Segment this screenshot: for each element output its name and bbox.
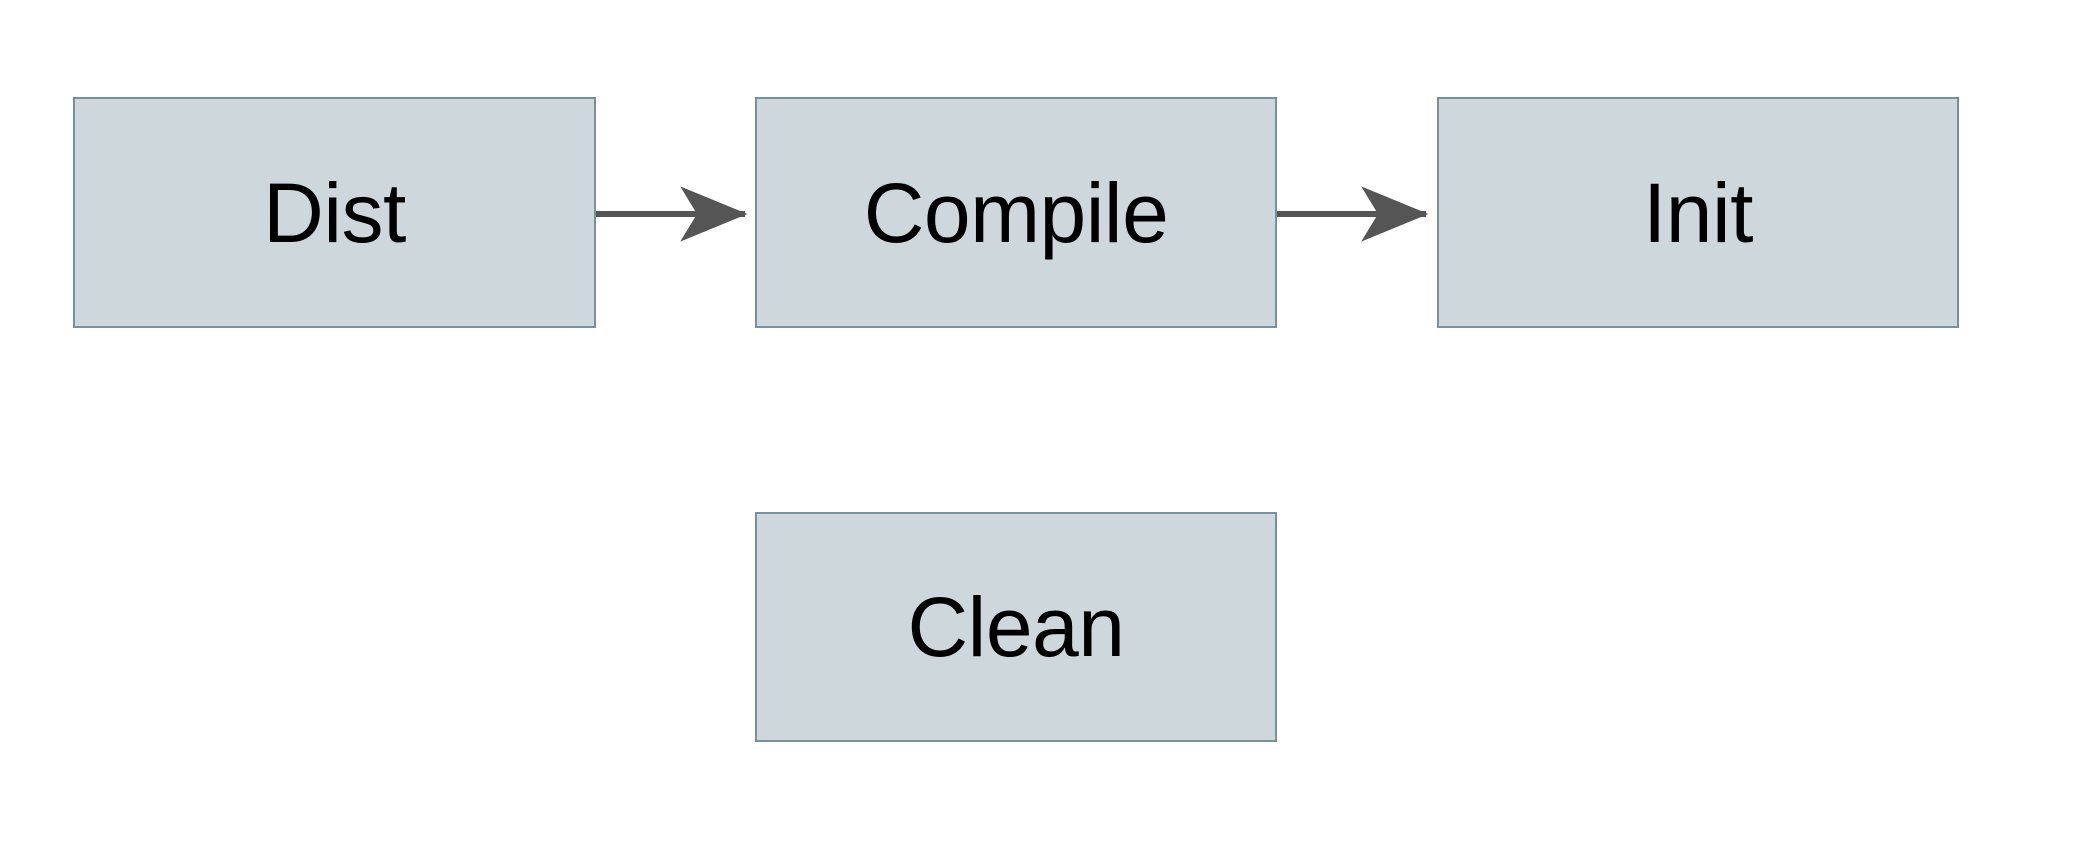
node-label-init: Init [1642,165,1754,260]
node-compile[interactable]: Compile [755,97,1277,328]
node-clean[interactable]: Clean [755,512,1277,742]
node-label-dist: Dist [263,165,406,260]
node-dist[interactable]: Dist [73,97,596,328]
node-label-clean: Clean [907,580,1125,674]
node-label-compile: Compile [863,165,1169,260]
node-init[interactable]: Init [1437,97,1959,328]
